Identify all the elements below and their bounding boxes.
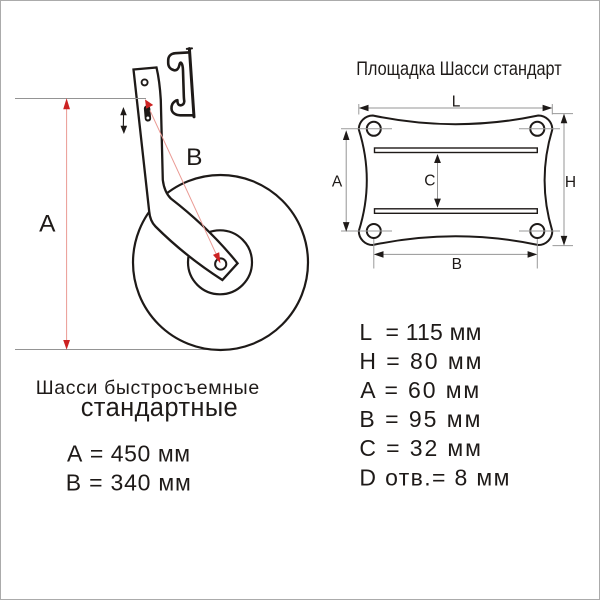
svg-text:H = 80 мм: H = 80 мм	[359, 348, 481, 374]
svg-text:D отв.= 8 мм: D отв.= 8 мм	[359, 464, 509, 490]
svg-text:C: C	[424, 173, 435, 190]
svg-text:стандартные: стандартные	[81, 394, 238, 422]
svg-text:A: A	[39, 210, 56, 237]
svg-text:B = 95 мм: B = 95 мм	[359, 406, 480, 432]
svg-text:H: H	[565, 174, 576, 191]
svg-text:B: B	[186, 144, 202, 171]
svg-text:В = 340 мм: В = 340 мм	[66, 470, 191, 496]
svg-text:L = 115 мм: L = 115 мм	[359, 319, 481, 345]
svg-text:Шасси быстросъемные: Шасси быстросъемные	[36, 377, 260, 399]
svg-text:A: A	[332, 173, 343, 190]
svg-text:А = 450 мм: А = 450 мм	[67, 440, 190, 466]
svg-text:L: L	[452, 94, 461, 111]
svg-text:C = 32 мм: C = 32 мм	[359, 435, 481, 461]
svg-text:Площадка Шасси стандарт: Площадка Шасси стандарт	[356, 58, 562, 80]
svg-text:A = 60 мм: A = 60 мм	[360, 377, 479, 403]
svg-text:B: B	[452, 256, 462, 273]
